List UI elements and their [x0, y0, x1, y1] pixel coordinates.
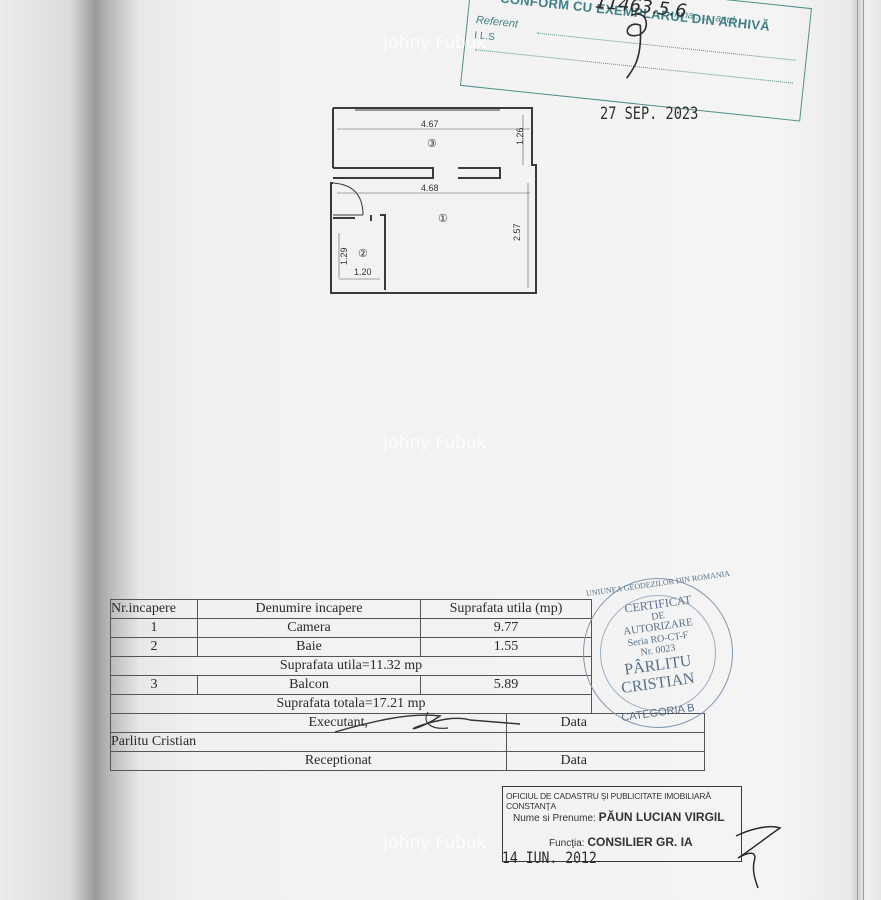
watermark-text: Johny Fubuk [383, 833, 487, 853]
archive-conformity-stamp: CONFORM CU EXEMPLARUL DIN ARHIVĂ luna ..… [459, 0, 813, 122]
floor-plan-drawing: 4.67 4.68 1.26 2.57 1.29 1.20 ③ ① ② [330, 107, 537, 294]
consilier-signature [735, 825, 782, 889]
name-label: Nume si Prenume: [513, 813, 596, 824]
header-area: Suprafata utila (mp) [420, 599, 592, 619]
room-number-2: ② [358, 248, 368, 260]
dim-bath-width: 1.20 [354, 267, 372, 277]
dim-mid-width: 4.68 [421, 183, 439, 193]
floor-plan-walls [330, 107, 537, 294]
stamp-referent-label: Referent [475, 14, 519, 31]
dim-balcony-depth: 1.26 [515, 127, 525, 145]
name-value: PĂUN LUCIAN VIRGIL [598, 810, 725, 824]
stamp-dotted-line [536, 32, 796, 61]
stamp-date-top: 27 SEP. 2023 [600, 104, 699, 124]
page-edge-line [857, 0, 858, 900]
dim-top-width: 4.67 [421, 119, 439, 129]
authorization-round-stamp: UNIUNEA GEODEZILOR DIN ROMANIA CERTIFICA… [583, 569, 733, 728]
handwritten-signature-mark [626, 13, 648, 79]
header-name: Denumire incapere [197, 599, 421, 619]
receptionat-row: Receptionat Data [110, 751, 705, 771]
header-nr: Nr.incapere [110, 599, 198, 619]
watermark-text: Johny Fubuk [383, 33, 487, 53]
page-edge-line [863, 0, 864, 900]
cadastre-office-stamp: OFICIUL DE CADASTRU ŞI PUBLICITATE IMOBI… [502, 786, 742, 862]
watermark-text: Johny Fubuk [383, 433, 487, 453]
dim-room-depth: 2.57 [512, 223, 522, 241]
function-value: CONSILIER GR. IA [587, 835, 693, 849]
room-number-1: ① [438, 213, 448, 225]
dim-bath-depth: 1.29 [339, 247, 349, 265]
executant-signature [334, 711, 521, 733]
stamp-anul-label: anul [714, 13, 735, 27]
rooms-area-table: Nr.incapere Denumire incapere Suprafata … [110, 599, 705, 771]
stamp-date-bottom: 14 IUN. 2012 [502, 848, 597, 867]
function-label: Funcţia: [549, 838, 585, 849]
office-name: OFICIUL DE CADASTRU ŞI PUBLICITATE IMOBI… [506, 791, 711, 811]
room-number-3: ③ [427, 138, 437, 150]
